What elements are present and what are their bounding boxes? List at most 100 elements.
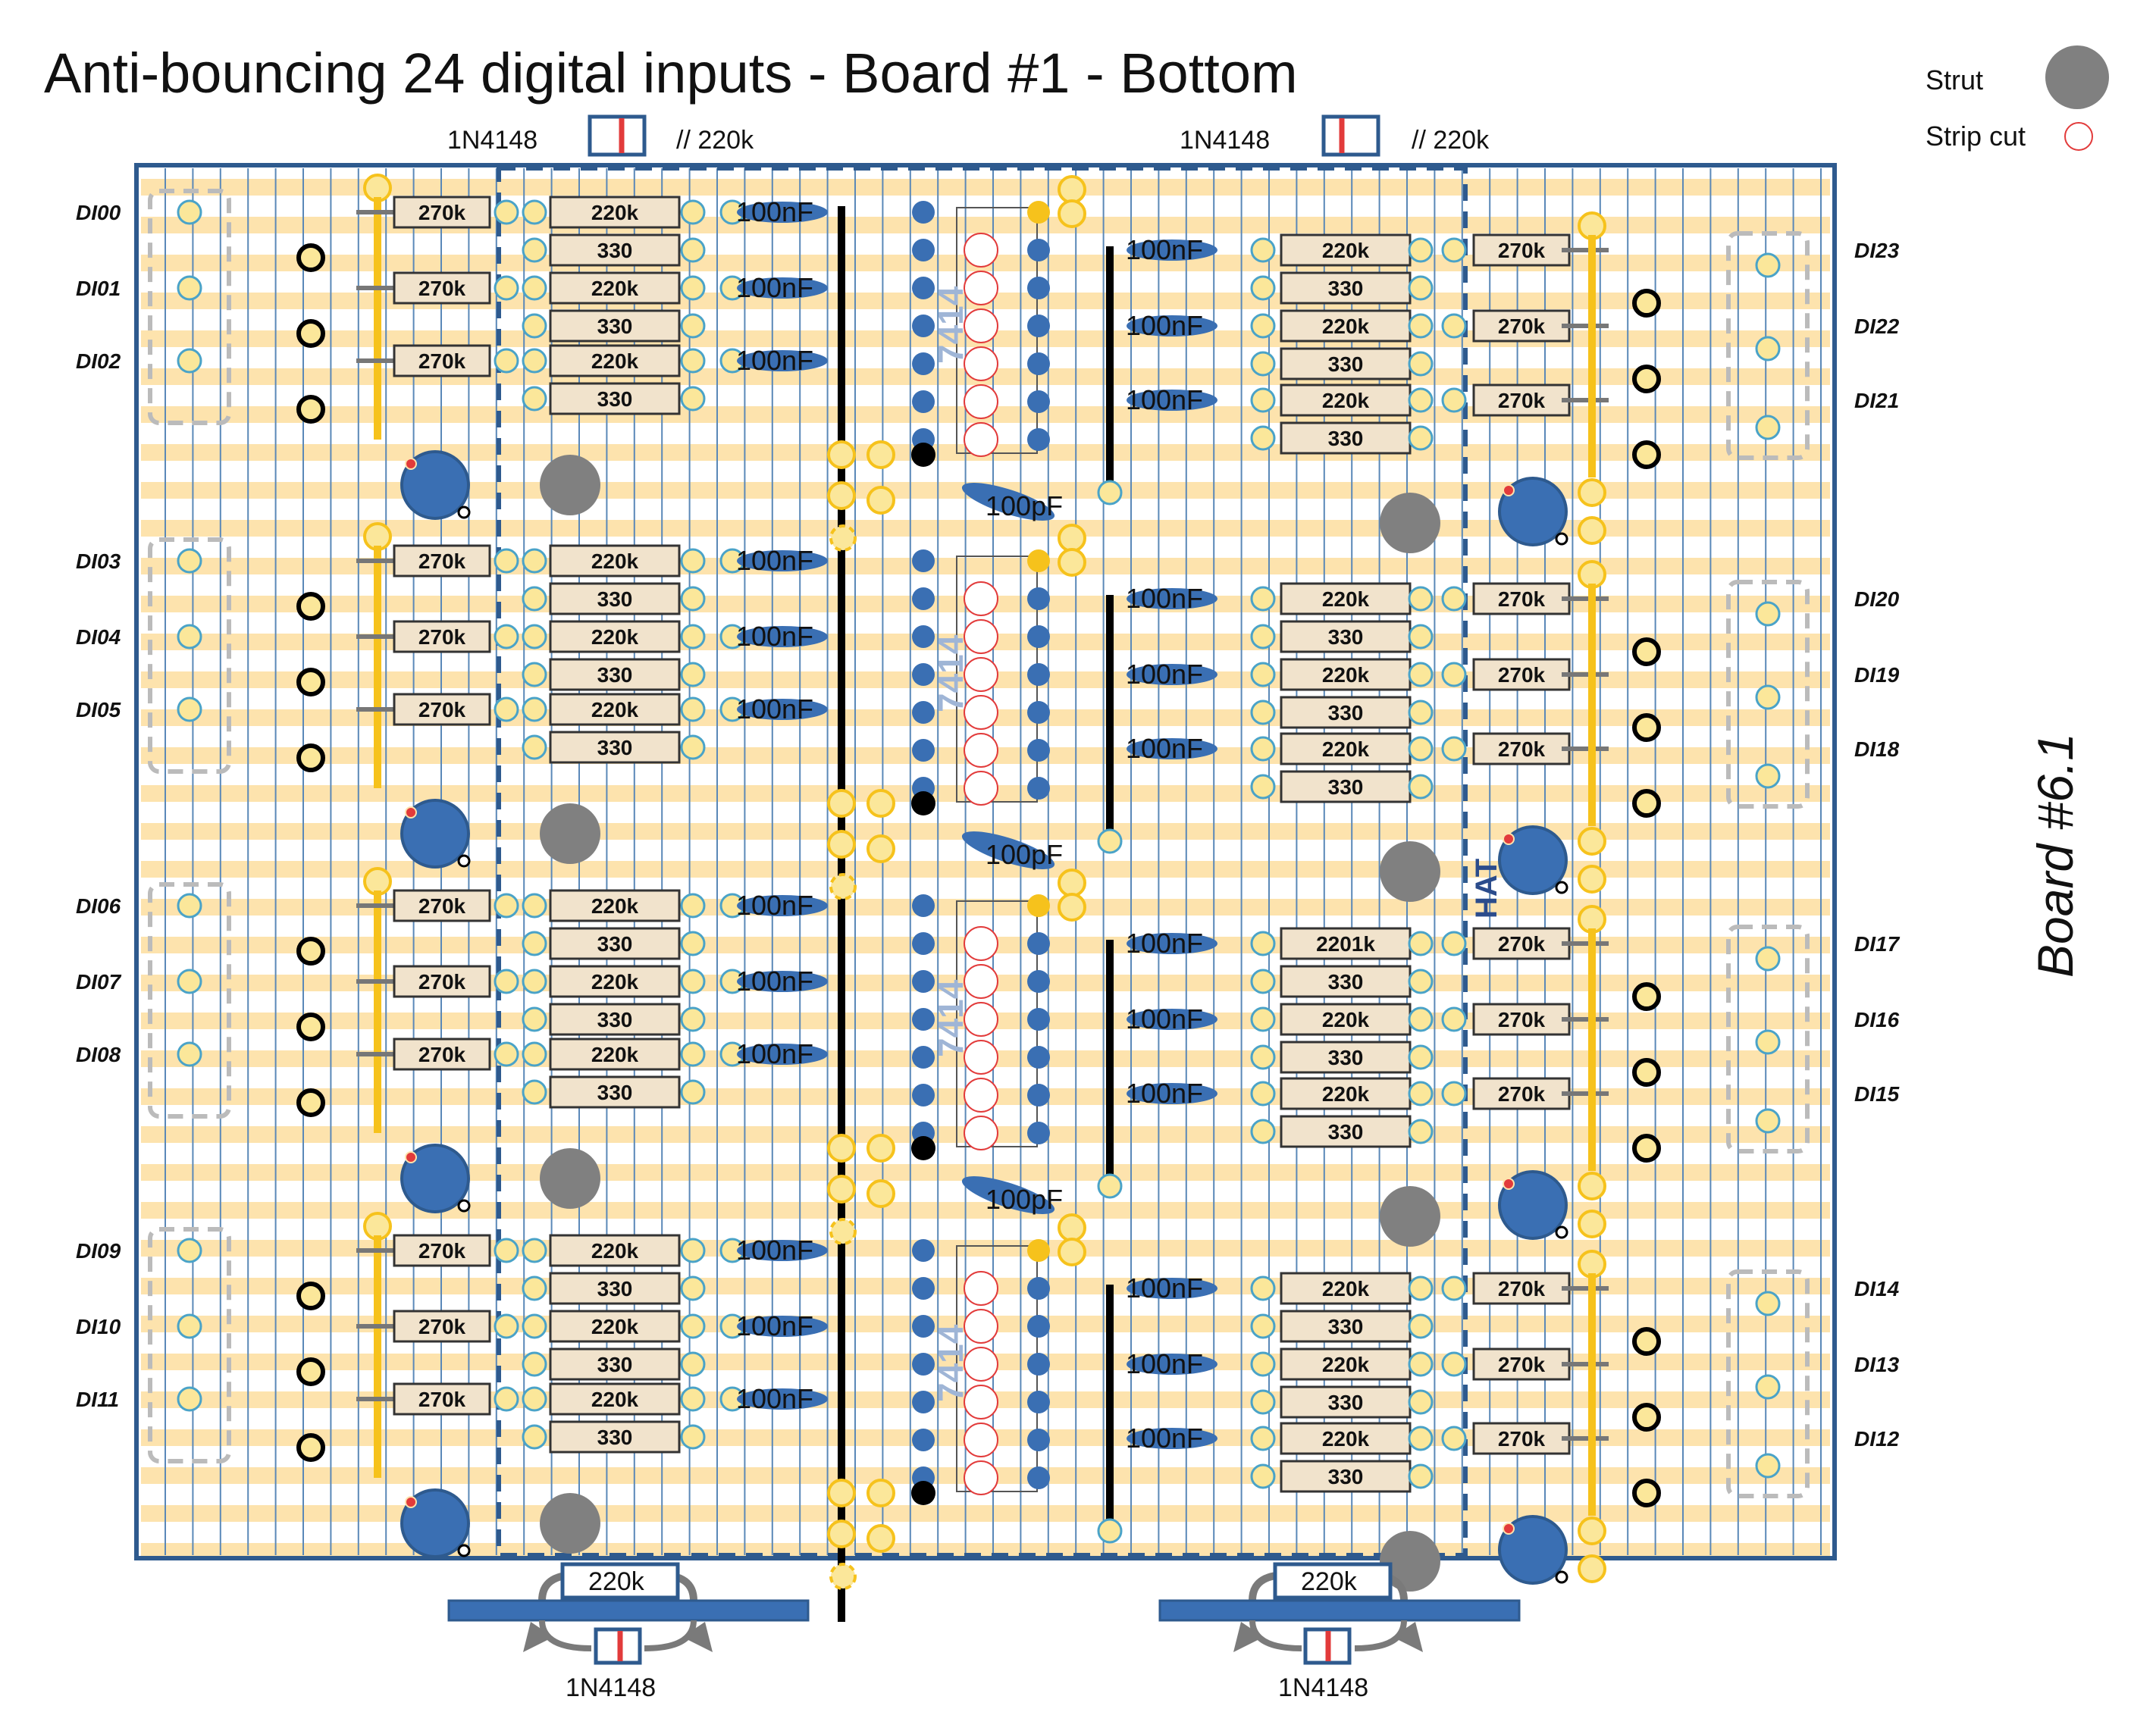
resistor-270k: [393, 271, 491, 305]
trimpot-wiper: [457, 1544, 471, 1557]
solder-pad: [1408, 1426, 1434, 1451]
ic-ground-pin: [911, 1481, 935, 1505]
solder-pad: [1408, 275, 1434, 301]
solder-pad: [680, 237, 706, 263]
gold-pad: [1097, 1518, 1123, 1544]
gold-pad: [363, 522, 392, 551]
resistor-330: [549, 1347, 681, 1381]
solder-pad: [1250, 969, 1276, 994]
resistor-270k: [1472, 1003, 1571, 1036]
solder-pad: [1408, 237, 1434, 263]
solder-pad: [680, 313, 706, 339]
solder-pad: [680, 1041, 706, 1067]
solder-pad: [680, 696, 706, 722]
wire-ring-pad: [296, 1013, 325, 1041]
capacitor-label: 100nF: [1126, 583, 1203, 614]
board-outline: [134, 163, 1837, 1560]
input-label-right: DI19: [1854, 663, 1900, 687]
gold-pad: [363, 174, 392, 202]
gold-pad: [866, 486, 895, 515]
ic-pin: [1027, 970, 1050, 993]
solder-pad: [1250, 237, 1276, 263]
connector-pin: [1755, 415, 1781, 440]
wire-ring-pad: [296, 743, 325, 772]
resistor-270k-label: 270k: [418, 201, 466, 224]
input-label-left: DI02: [76, 349, 121, 373]
top-left-diode-icon: [588, 114, 647, 157]
resistor-330: [549, 382, 681, 415]
connector-outline: [148, 189, 231, 425]
ic-pin: [1027, 352, 1050, 375]
resistor-220k: [549, 620, 681, 653]
resistor-270k-label: 270k: [418, 349, 466, 373]
ic-pin: [1027, 549, 1050, 572]
resistor-270k-label: 270k: [418, 970, 466, 994]
strip-cut: [964, 657, 998, 692]
strip-cut: [964, 1309, 998, 1344]
dashed-pad: [829, 1218, 857, 1245]
solder-pad: [522, 237, 547, 263]
solder-pad: [522, 275, 547, 301]
solder-pad: [1250, 1006, 1276, 1032]
solder-pad: [1250, 662, 1276, 687]
capacitor-100nf: [737, 550, 828, 571]
input-label-left: DI03: [76, 549, 121, 573]
strip-cut: [964, 346, 998, 381]
solder-pad: [494, 893, 519, 919]
connector-outline: [1726, 925, 1810, 1153]
solder-pad: [680, 1275, 706, 1301]
resistor-330-label: 330: [597, 663, 633, 687]
wire-ring-pad: [1632, 1403, 1661, 1432]
solder-pad: [1441, 1426, 1467, 1451]
solder-pad: [1441, 387, 1467, 413]
strut-hole: [540, 1148, 600, 1209]
solder-pad: [522, 1238, 547, 1263]
ic-pin: [1027, 1353, 1050, 1376]
capacitor-100nf: [737, 1044, 828, 1065]
solder-pad: [494, 1313, 519, 1339]
resistor-330: [549, 1003, 681, 1036]
capacitor-100pf-label: 100pF: [986, 1184, 1063, 1215]
solder-pad: [680, 199, 706, 225]
trimpot: [1498, 825, 1568, 895]
solder-pad: [522, 1041, 547, 1067]
resistor-220k-label: 220k: [1322, 1353, 1370, 1376]
capacitor-label: 100nF: [736, 545, 813, 576]
resistor-330-label: 330: [1328, 1391, 1364, 1414]
resistor-330: [549, 582, 681, 615]
ic-pin: [912, 549, 935, 572]
resistor-220k-label: 220k: [591, 625, 639, 649]
ic-label: 7414: [931, 1324, 970, 1402]
resistor-220k: [1280, 582, 1412, 615]
resistor-220k-label: 220k: [591, 894, 639, 918]
trimpot-wiper: [457, 1199, 471, 1213]
capacitor-label: 100nF: [736, 1310, 813, 1341]
wire-ring-pad: [1632, 982, 1661, 1011]
input-label-right: DI12: [1854, 1427, 1900, 1451]
dashed-pad: [829, 524, 857, 552]
input-label-right: DI22: [1854, 315, 1900, 338]
input-label-right: DI14: [1854, 1277, 1900, 1301]
resistor-220k: [549, 1038, 681, 1071]
capacitor-100pf: [961, 1176, 1055, 1214]
input-label-right: DI20: [1854, 587, 1900, 611]
resistor-270k: [393, 693, 491, 726]
ic-pin: [1027, 390, 1050, 413]
wire-ring-pad: [296, 1088, 325, 1117]
resistor-270k-label: 270k: [418, 625, 466, 649]
connector-pin: [177, 1313, 202, 1339]
strip-cut: [964, 1116, 998, 1150]
resistor-270k: [393, 1234, 491, 1267]
connector-pin: [177, 696, 202, 722]
solder-pad: [1408, 624, 1434, 649]
resistor-220k: [549, 271, 681, 305]
resistor-270k: [393, 620, 491, 653]
solder-pad: [1408, 931, 1434, 956]
resistor-270k: [1472, 1077, 1571, 1110]
solder-pad: [522, 1313, 547, 1339]
resistor-270k: [393, 1382, 491, 1416]
solder-pad: [1250, 736, 1276, 762]
solder-pad: [1408, 774, 1434, 800]
capacitor-label: 100nF: [1126, 659, 1203, 690]
capacitor-100nf: [737, 1316, 828, 1337]
